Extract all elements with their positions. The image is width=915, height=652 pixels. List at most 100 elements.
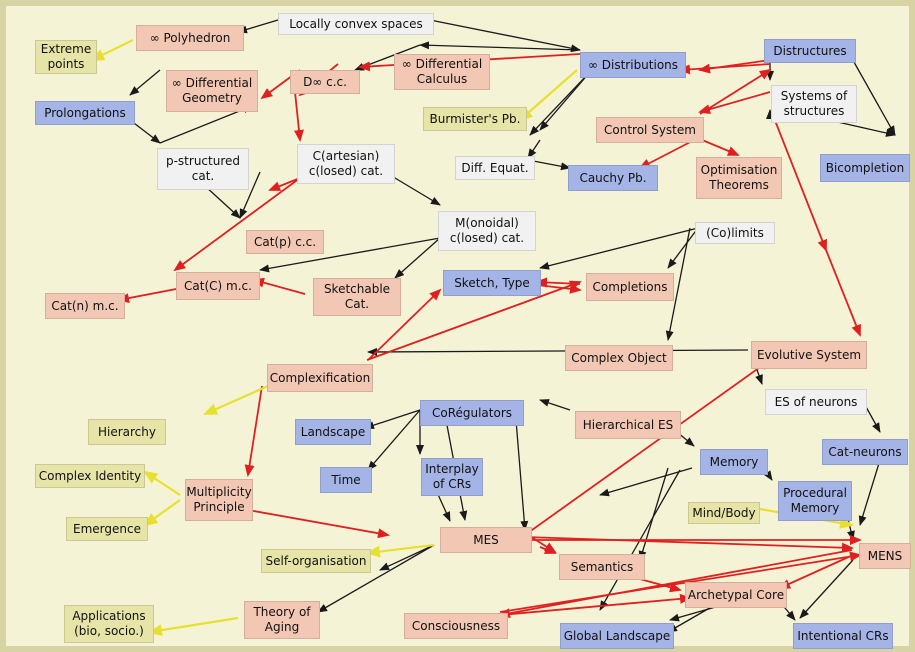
edge-yellow-81 (90, 39, 134, 61)
node-extreme-points[interactable]: Extreme points (35, 40, 97, 74)
edge-red-59 (699, 68, 772, 115)
node-complex-identity[interactable]: Complex Identity (35, 464, 145, 488)
node-procedural-memory[interactable]: Procedural Memory (778, 481, 852, 521)
node-cat-neurons[interactable]: Cat-neurons (822, 439, 908, 465)
node-interplay-of-crs[interactable]: Interplay of CRs (421, 458, 483, 496)
edge-black-1 (429, 19, 581, 53)
edge-black-39 (638, 467, 669, 561)
edge-red-66 (366, 280, 582, 361)
edge-black-8 (204, 185, 241, 219)
edge-black-0 (237, 19, 279, 34)
edge-black-19 (394, 237, 441, 279)
node-complexification[interactable]: Complexification (267, 364, 373, 392)
edge-red-79 (499, 593, 692, 616)
node-cauchy-pb[interactable]: Cauchy Pb. (568, 165, 658, 191)
edge-black-15 (849, 54, 896, 136)
node-burmisters-pb[interactable]: Burmister's Pb. (423, 107, 527, 131)
edge-black-44 (799, 559, 854, 619)
node-completions[interactable]: Completions (586, 273, 674, 301)
node-complex-object[interactable]: Complex Object (565, 345, 673, 371)
node-intentional-crs[interactable]: Intentional CRs (793, 623, 893, 649)
edge-red-70 (247, 509, 390, 539)
node-d-infinity-cc[interactable]: D∞ c.c. (290, 70, 360, 94)
node-co-limits[interactable]: (Co)limits (695, 222, 775, 244)
edge-black-12 (527, 139, 541, 159)
node-control-system[interactable]: Control System (596, 117, 704, 143)
edge-red-52 (268, 177, 301, 191)
node-hierarchical-es[interactable]: Hierarchical ES (575, 411, 681, 439)
node-multiplicity-principle[interactable]: Multiplicity Principle (185, 479, 253, 521)
node-systems-of-structures[interactable]: Systems of structures (771, 85, 857, 123)
node-applications[interactable]: Applications (bio, socio.) (64, 605, 154, 643)
node-semantics[interactable]: Semantics (559, 554, 645, 580)
node-self-organisation[interactable]: Self-organisation (261, 549, 371, 573)
node-cartesian-closed-cat[interactable]: C(artesian) c(losed) cat. (297, 144, 395, 184)
node-mind-body[interactable]: Mind/Body (688, 502, 760, 524)
node-global-landscape[interactable]: Global Landscape (560, 623, 674, 649)
node-differential-geometry[interactable]: ∞ Differential Geometry (166, 70, 258, 112)
edge-black-23 (367, 347, 749, 356)
edge-yellow-86 (366, 543, 435, 558)
edge-red-68 (535, 277, 581, 288)
node-coregulators[interactable]: CoRégulators (420, 400, 524, 426)
edge-black-47 (317, 544, 435, 613)
edge-black-20 (667, 227, 699, 269)
node-distributions[interactable]: ∞ Distributions (580, 52, 686, 78)
node-archetypal-core[interactable]: Archetypal Core (685, 582, 787, 608)
edge-black-27 (364, 409, 421, 430)
node-polyhedron[interactable]: ∞ Polyhedron (136, 25, 244, 51)
node-diff-equat[interactable]: Diff. Equat. (455, 156, 535, 180)
node-sketch-type[interactable]: Sketch, Type (443, 270, 541, 296)
node-emergence[interactable]: Emergence (66, 517, 148, 541)
edge-yellow-87 (148, 616, 239, 637)
edge-black-5 (129, 119, 161, 144)
edge-red-55 (252, 277, 306, 295)
node-landscape[interactable]: Landscape (295, 419, 371, 445)
node-memory[interactable]: Memory (700, 449, 768, 475)
node-time[interactable]: Time (320, 467, 372, 493)
node-cat-p-cc[interactable]: Cat(p) c.c. (246, 230, 324, 254)
edge-red-77 (778, 554, 854, 589)
node-theory-of-aging[interactable]: Theory of Aging (244, 601, 320, 639)
node-consciousness[interactable]: Consciousness (404, 613, 508, 639)
edge-black-2 (419, 41, 581, 51)
edge-red-65 (367, 288, 442, 361)
node-cat-c-mc[interactable]: Cat(C) m.c. (176, 272, 260, 300)
edge-black-11 (529, 71, 591, 136)
edge-yellow-83 (203, 384, 269, 416)
node-prolongations[interactable]: Prolongations (35, 101, 135, 125)
node-bicompletion[interactable]: Bicompletion (820, 154, 910, 182)
edge-black-37 (515, 419, 529, 531)
edge-black-4 (129, 69, 161, 96)
node-hierarchy[interactable]: Hierarchy (88, 419, 166, 445)
node-distructures[interactable]: Distructures (764, 39, 856, 63)
edge-red-64 (825, 249, 861, 337)
edge-black-7 (389, 174, 441, 206)
edge-black-6 (159, 105, 253, 144)
edge-black-38 (599, 467, 693, 497)
edge-black-31 (539, 399, 571, 411)
edge-red-60 (698, 91, 771, 115)
node-cat-n-mc[interactable]: Cat(n) m.c. (45, 293, 125, 319)
node-differential-calculus[interactable]: ∞ Differential Calculus (394, 54, 490, 90)
node-sketchable-cat[interactable]: Sketchable Cat. (313, 278, 401, 316)
edge-red-72 (524, 536, 854, 553)
node-mens[interactable]: MENS (859, 543, 911, 569)
node-monoidal-closed-cat[interactable]: M(onoidal) c(losed) cat. (438, 211, 536, 251)
node-mes[interactable]: MES (440, 527, 532, 553)
edge-red-51 (293, 91, 304, 142)
edge-red-71 (524, 358, 772, 536)
node-optimisation-theorems[interactable]: Optimisation Theorems (696, 157, 782, 199)
node-es-of-neurons[interactable]: ES of neurons (765, 389, 867, 415)
node-locally-convex-spaces[interactable]: Locally convex spaces (278, 13, 434, 35)
node-evolutive-system[interactable]: Evolutive System (751, 341, 867, 369)
edge-red-69 (244, 385, 263, 477)
edge-red-53 (173, 177, 301, 272)
edge-black-9 (239, 171, 261, 219)
edge-yellow-82 (518, 69, 578, 122)
node-p-structured-cat[interactable]: p-structured cat. (157, 148, 249, 190)
edge-black-13 (527, 159, 571, 171)
edge-black-18 (259, 237, 441, 273)
